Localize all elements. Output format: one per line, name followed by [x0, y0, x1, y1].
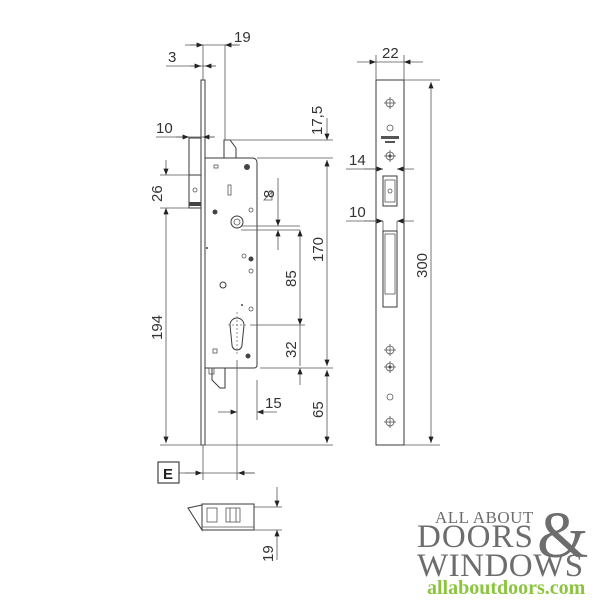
dim-10-latch: 10 [156, 120, 173, 137]
dim-3: 3 [168, 49, 176, 66]
latch-body [188, 174, 202, 206]
spindle-hub [230, 215, 244, 229]
logo-line-doors: DOORS [417, 519, 534, 555]
side-view: 19 3 10 17,5 26 194 8 85 [149, 29, 333, 562]
screw-icon [384, 416, 396, 428]
strike-top-view [187, 503, 255, 532]
dim-22: 22 [382, 45, 399, 62]
dim-26: 26 [149, 185, 166, 202]
brand-logo: ALL ABOUT DOORS & WINDOWS allaboutdoors.… [415, 499, 600, 600]
cylinder-cutout [229, 317, 245, 351]
dim-14: 14 [349, 152, 366, 169]
backset-label-box [157, 461, 180, 484]
faceplate-edge [200, 79, 206, 446]
faceplate-front [375, 79, 405, 446]
front-view: 22 14 10 300 [346, 45, 440, 446]
dim-65: 65 [310, 401, 327, 418]
latch-side [188, 137, 202, 209]
square-symbol-icon [263, 191, 273, 201]
logo-url: allaboutdoors.com [427, 577, 586, 599]
logo-line-windows: WINDOWS [417, 548, 584, 584]
deadbolt-front [382, 230, 398, 308]
dim-15: 15 [265, 395, 282, 412]
latch-front [382, 175, 398, 207]
dim-10-bolt: 10 [349, 204, 366, 221]
dim-19-bottom: 19 [260, 545, 277, 562]
lock-case [204, 157, 258, 369]
screw-icon [384, 150, 396, 162]
dim-8: 8 [261, 190, 278, 198]
dim-194: 194 [149, 315, 166, 340]
dim-170: 170 [310, 237, 327, 262]
screw-icon [384, 361, 396, 373]
dim-85: 85 [283, 270, 300, 287]
backset-label: E [163, 466, 173, 483]
dim-32: 32 [283, 341, 300, 358]
dim-19-top: 19 [234, 29, 251, 46]
screw-icon [384, 344, 396, 356]
dim-300: 300 [414, 253, 431, 278]
screw-icon [384, 97, 396, 109]
dim-17-5: 17,5 [309, 106, 326, 135]
logo-line-all-about: ALL ABOUT [435, 508, 534, 527]
logo-ampersand: & [537, 499, 589, 572]
